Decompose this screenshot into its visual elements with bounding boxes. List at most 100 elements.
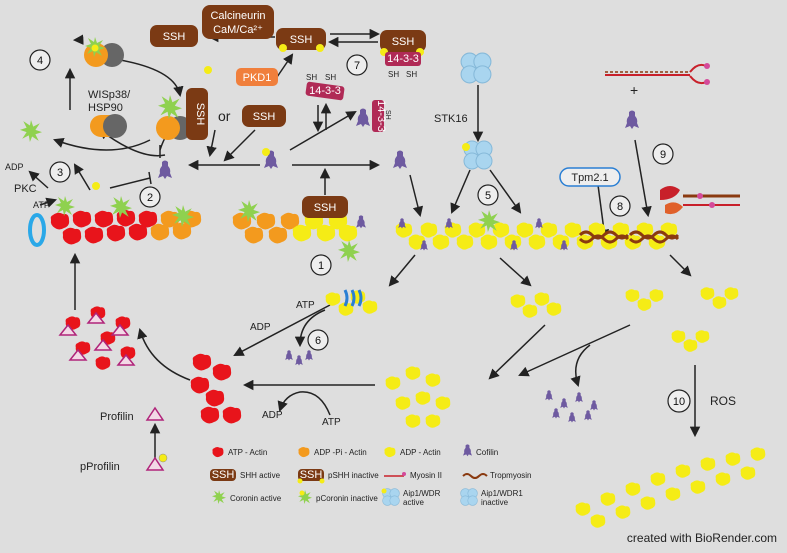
legend-cofilin: Cofilin bbox=[476, 448, 498, 457]
wisp-label-2: HSP90 bbox=[88, 102, 123, 114]
ssh-box-filament: SSH bbox=[302, 196, 348, 218]
legend-aip-inactive-1: Aip1/WDR1 bbox=[481, 489, 523, 498]
pathway-arrows bbox=[28, 28, 701, 460]
step-numbers: 1 2 3 4 5 6 7 8 9 10 bbox=[37, 55, 685, 408]
step-7: 7 bbox=[354, 60, 360, 72]
tropomyosin-ropes bbox=[578, 230, 680, 244]
coronin-ssh-complex: SSH bbox=[156, 88, 208, 140]
1433-label-a: 14-3-3 bbox=[387, 53, 419, 65]
legend-coronin-active: Coronin active bbox=[230, 494, 282, 503]
atp-actin-monomers bbox=[190, 353, 242, 424]
calcineurin-box: Calcineurin CaM/Ca²⁺ bbox=[202, 5, 274, 39]
1433-label-b: 14-3-3 bbox=[309, 85, 341, 97]
cofilin-free-right bbox=[393, 150, 407, 169]
legend: ATP - Actin ADP -Pi - Actin ADP - Actin … bbox=[210, 444, 532, 507]
sh-c: SH bbox=[306, 73, 317, 82]
step-1: 1 bbox=[318, 260, 324, 272]
ssh-box-top-left: SSH bbox=[150, 25, 198, 47]
legend-pssh-chip: SSH bbox=[300, 469, 323, 481]
calcium-label: CaM/Ca²⁺ bbox=[213, 24, 263, 36]
legend-pcoronin-inactive: pCoronin inactive bbox=[316, 494, 378, 503]
stk16-label: STK16 bbox=[434, 113, 468, 125]
tpm-label: Tpm2.1 bbox=[571, 172, 608, 184]
legend-adppi-actin: ADP -Pi - Actin bbox=[314, 448, 367, 457]
atp-label-bottom: ATP bbox=[322, 417, 341, 428]
pprofilin-triangle bbox=[145, 453, 168, 471]
wisp-label-1: WISp38/ bbox=[88, 89, 131, 101]
step-5: 5 bbox=[485, 190, 491, 202]
pkd1-box: PKD1 bbox=[236, 68, 278, 86]
short-filaments-right bbox=[625, 287, 739, 352]
sh-a: SH bbox=[388, 70, 399, 79]
adp-label-step6: ADP bbox=[250, 322, 271, 333]
adp-actin-monomers bbox=[385, 366, 451, 428]
myosin-ii-bound bbox=[660, 186, 740, 215]
step-markers bbox=[29, 49, 691, 413]
profilin-actin-complexes bbox=[58, 306, 136, 370]
ssh-label: SSH bbox=[163, 31, 186, 43]
or-label: or bbox=[218, 108, 231, 124]
legend-aip-inactive-2: inactive bbox=[481, 498, 509, 507]
tpm-fragment bbox=[325, 289, 378, 316]
adp-label-bottom: ADP bbox=[262, 410, 283, 421]
yellow-fragment-center bbox=[510, 292, 562, 318]
cofilin-phospho bbox=[262, 148, 278, 169]
free-14-3-3: SH SH 14-3-3 bbox=[305, 73, 345, 101]
ros-bundled-filaments bbox=[575, 447, 766, 528]
aip1-active bbox=[462, 140, 493, 170]
coronin-complex-top bbox=[84, 37, 124, 67]
legend-ssh-active: SHH active bbox=[240, 471, 281, 480]
sh-d: SH bbox=[325, 73, 336, 82]
cofilin-14-3-3: 14-3-3 SH bbox=[356, 100, 391, 132]
ssh-middle-label: SSH bbox=[253, 111, 276, 123]
legend-adp-actin: ADP - Actin bbox=[400, 448, 441, 457]
step-10: 10 bbox=[673, 396, 685, 408]
coronin-left bbox=[20, 120, 42, 142]
profilin-triangle bbox=[145, 406, 165, 421]
step-8: 8 bbox=[617, 201, 623, 213]
cofilin-free-top-right bbox=[625, 110, 639, 129]
profilin-label: Profilin bbox=[100, 411, 134, 423]
step-4: 4 bbox=[37, 55, 43, 67]
1433-label-c: 14-3-3 bbox=[375, 100, 387, 132]
cofilin-free-left bbox=[158, 160, 172, 179]
legend-ssh-chip: SSH bbox=[212, 469, 235, 481]
legend-aip-active-1: Aip1/WDR bbox=[403, 489, 441, 498]
sh-e: SH bbox=[384, 110, 391, 120]
biorender-credit: created with BioRender.com bbox=[626, 531, 777, 545]
pprofilin-label: pProfilin bbox=[80, 461, 120, 473]
wisp-complex bbox=[90, 114, 127, 138]
atp-label-step6: ATP bbox=[296, 300, 315, 311]
legend-atp-actin: ATP - Actin bbox=[228, 448, 267, 457]
adp-label-left: ADP bbox=[5, 162, 24, 172]
step-2: 2 bbox=[147, 192, 153, 204]
ros-label: ROS bbox=[710, 394, 736, 408]
legend-tropomyosin: Tropmyosin bbox=[490, 471, 532, 480]
ssh-14-3-3-complex: SSH 14-3-3 SH SH bbox=[380, 30, 426, 79]
aip1-inactive bbox=[460, 52, 492, 84]
atp-label-left: ATP bbox=[33, 200, 50, 210]
pssh-box: SSH bbox=[276, 28, 326, 52]
legend-myosin: Myosin II bbox=[410, 471, 442, 480]
ssh-1433-label: SSH bbox=[392, 36, 415, 48]
legend-aip-active-2: active bbox=[403, 498, 424, 507]
cofilin-step6 bbox=[285, 350, 313, 366]
ssh-box-middle: SSH bbox=[242, 105, 286, 127]
step-9: 9 bbox=[660, 149, 666, 161]
step-3: 3 bbox=[57, 167, 63, 179]
step-6: 6 bbox=[315, 335, 321, 347]
calcineurin-label: Calcineurin bbox=[210, 10, 265, 22]
pkd1-label: PKD1 bbox=[243, 72, 272, 84]
pssh-label: SSH bbox=[290, 34, 313, 46]
plus-label: + bbox=[630, 82, 638, 98]
phosphate-dot-pkc bbox=[92, 182, 100, 190]
tpm-label-box: Tpm2.1 bbox=[559, 167, 621, 187]
barbed-end-filament bbox=[28, 196, 202, 247]
sh-b: SH bbox=[406, 70, 417, 79]
phosphate-dot bbox=[204, 66, 212, 74]
ssh-vertical-label: SSH bbox=[194, 103, 206, 126]
free-myosin bbox=[605, 63, 710, 85]
free-cofilin-cluster bbox=[545, 390, 598, 423]
